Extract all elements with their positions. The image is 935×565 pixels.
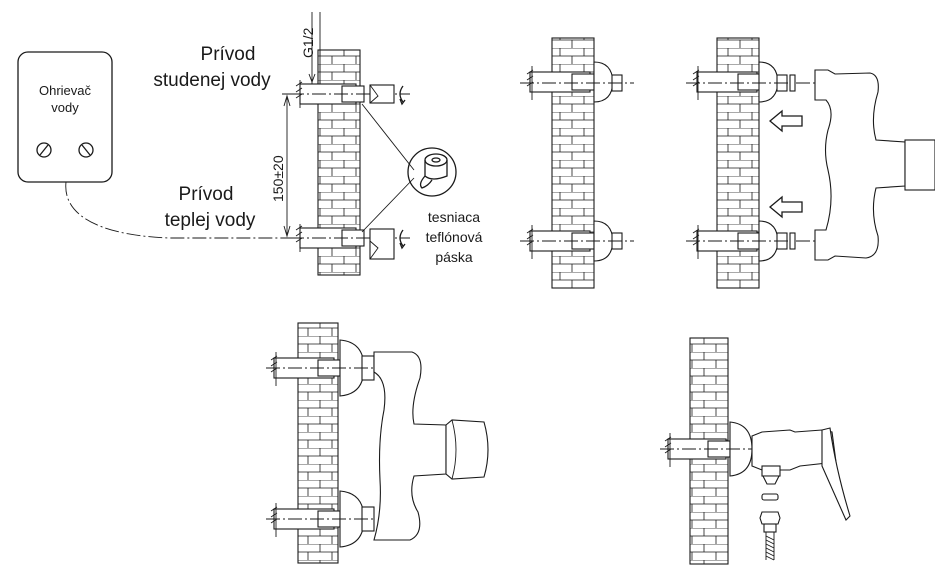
tape-label-line3: páska: [435, 249, 473, 265]
washer: [789, 74, 796, 92]
heater-label-line2: vody: [51, 100, 79, 115]
washer: [789, 232, 796, 250]
tape-label-line1: tesniaca: [428, 209, 480, 225]
mixer-body: [814, 69, 935, 261]
spacing-dimension: 150±20: [270, 93, 300, 239]
spacing-label: 150±20: [270, 155, 286, 202]
hot-water-pipe-line: [65, 181, 300, 239]
step-1-pipes-and-tape: Ohrievač vody: [17, 12, 483, 276]
single-lever-mixer: [751, 427, 851, 521]
cold-inlet-pipe: [290, 80, 410, 108]
cold-water-label-line2: studenej vody: [153, 70, 271, 91]
eccentric-connector-upper: [520, 61, 634, 103]
hot-water-label-line1: Prívod: [179, 184, 234, 205]
hot-water-label-line2: teplej vody: [165, 210, 256, 231]
tape-leader-line: [361, 177, 415, 233]
teflon-tape-icon: [407, 147, 457, 197]
push-arrow-icon: [768, 195, 803, 219]
tape-label-line2: teflónová: [426, 229, 483, 245]
cold-water-label-line1: Prívod: [201, 44, 256, 65]
thread-dimension: G1/2: [300, 12, 321, 84]
tape-leader-line: [361, 103, 415, 171]
push-arrow-icon: [768, 109, 803, 133]
step-5-hose-connection: [660, 337, 851, 565]
heater-label-line1: Ohrievač: [39, 83, 92, 98]
rotate-arrow-icon: [399, 85, 406, 106]
thread-size-label: G1/2: [300, 27, 316, 58]
outlet-nut: [761, 465, 781, 477]
mixer-body: [373, 351, 489, 541]
heater-knob-left-icon: [36, 142, 52, 158]
step-2-eccentrics: [520, 37, 634, 289]
eccentric-connector: [660, 421, 760, 477]
eccentric-connector-upper: [686, 61, 818, 103]
eccentric-connector-lower: [520, 220, 634, 262]
mixer-lever: [821, 427, 851, 521]
water-heater: Ohrievač vody: [17, 51, 113, 183]
eccentric-connector-upper: [266, 339, 376, 397]
heater-knob-right-icon: [78, 142, 94, 158]
rotate-arrow-icon: [399, 229, 406, 250]
eccentric-connector-lower: [686, 220, 818, 262]
eccentric-connector-lower: [266, 490, 376, 548]
step-4-mounted-mixer: [266, 322, 489, 564]
hose-washer: [761, 493, 779, 501]
shower-hose-icon: [759, 511, 781, 561]
step-3-attach-body: [686, 37, 935, 289]
